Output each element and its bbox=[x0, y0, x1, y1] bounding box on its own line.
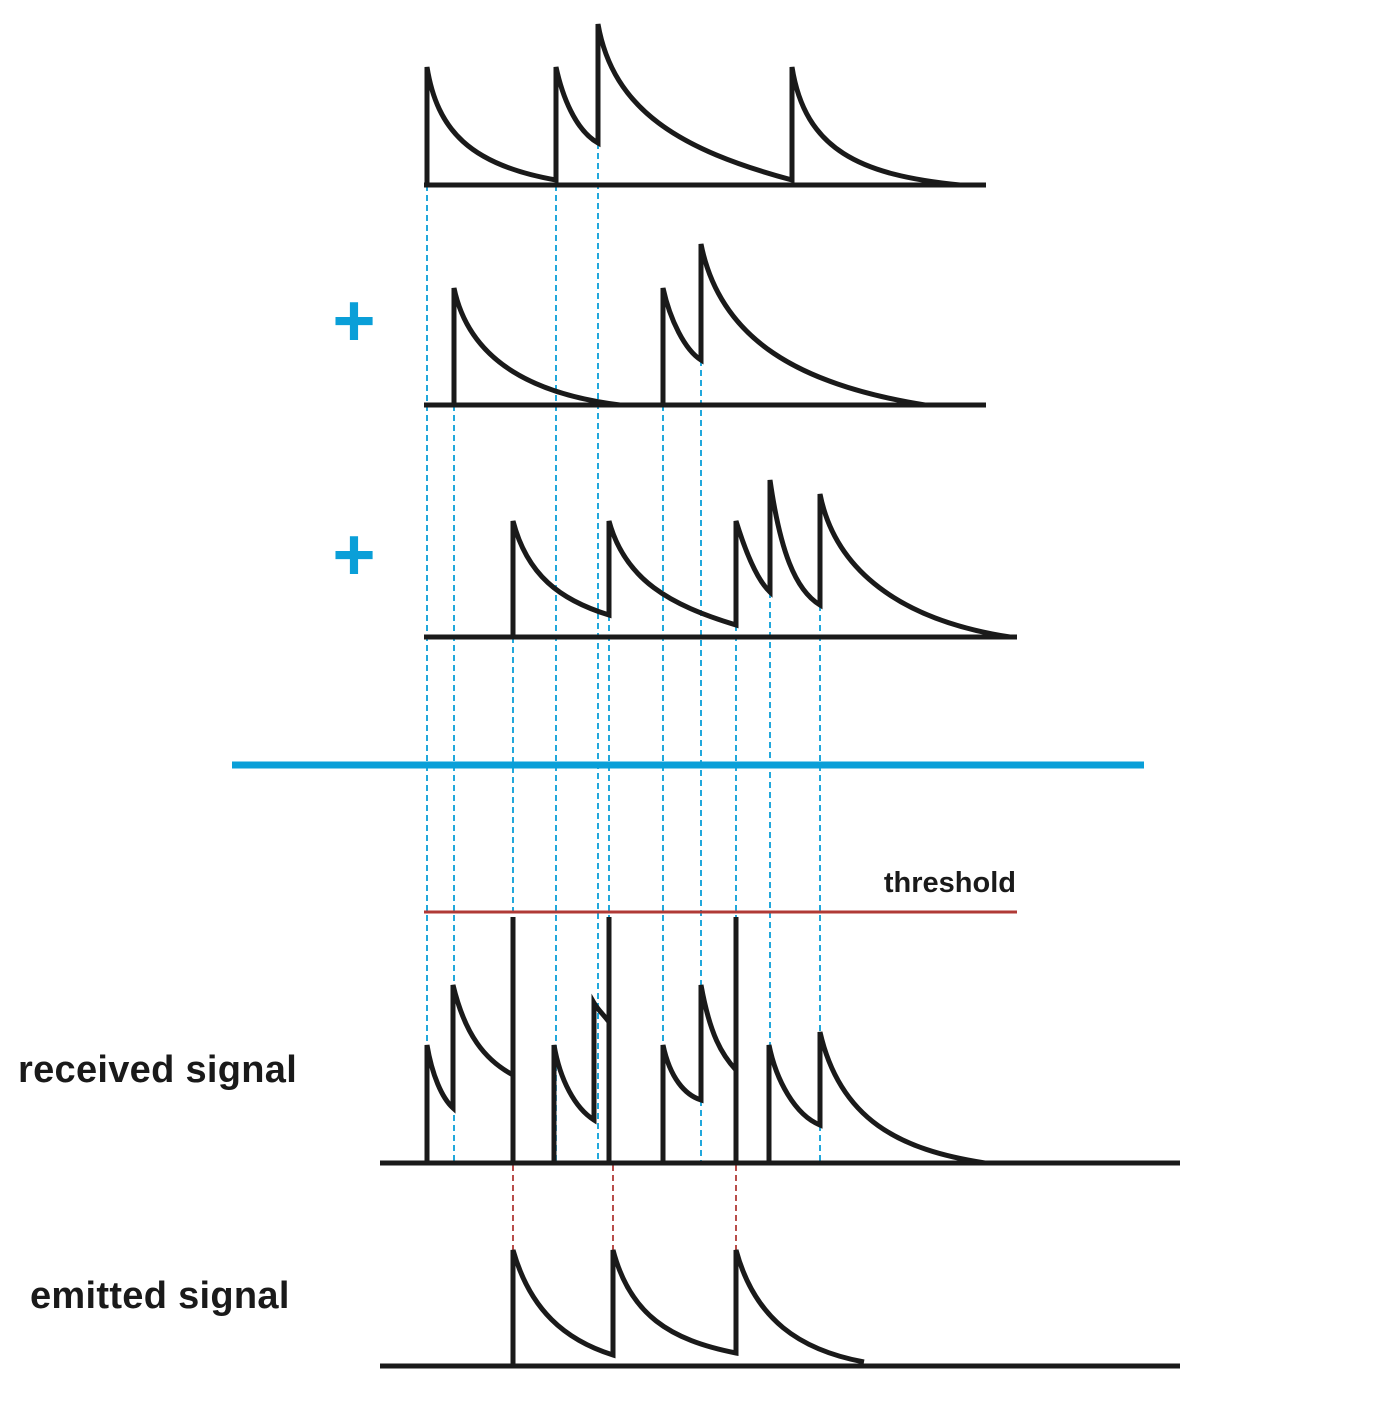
pulse-train bbox=[510, 479, 1011, 640]
plus-sign: + bbox=[332, 513, 375, 596]
received-signal-waveform bbox=[380, 917, 1180, 1166]
threshold-label: threshold bbox=[884, 867, 1016, 899]
threshold-marker: threshold bbox=[424, 867, 1017, 914]
emitted-signal-waveform bbox=[380, 1249, 1180, 1369]
blue-guide-lines bbox=[426, 143, 821, 1163]
received-signal-label: received signal bbox=[18, 1049, 297, 1091]
emitted-pulse-train bbox=[510, 1249, 865, 1366]
red-guide-lines bbox=[512, 1165, 737, 1250]
pulse-train bbox=[424, 23, 961, 188]
received-pulse-train bbox=[424, 917, 986, 1166]
plus-sign: + bbox=[332, 279, 375, 362]
emitted-signal-label: emitted signal bbox=[30, 1275, 290, 1317]
input-waveform-3 bbox=[424, 479, 1017, 640]
pulse-train bbox=[451, 243, 926, 408]
input-waveform-2 bbox=[424, 243, 986, 408]
input-waveform-1 bbox=[424, 23, 986, 188]
